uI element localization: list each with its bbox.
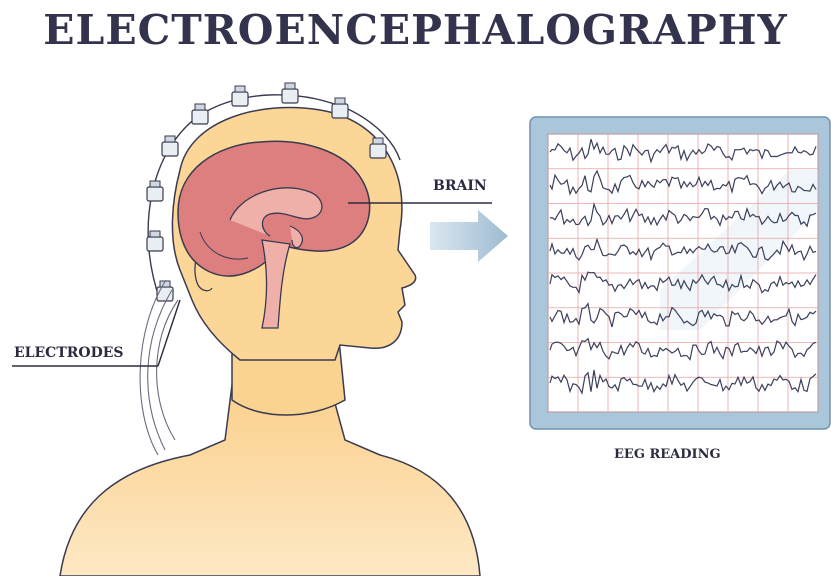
electrode-wire	[140, 280, 166, 455]
eeg-reading-label: EEG READING	[614, 447, 721, 462]
electrode-icon	[147, 231, 163, 251]
electrode-icon	[192, 104, 208, 124]
electrode-icon	[232, 86, 248, 106]
electrode-wire	[157, 300, 178, 440]
electrodes-label: ELECTRODES	[14, 345, 124, 361]
electrode-icon	[332, 98, 348, 118]
electrode-icon	[147, 181, 163, 201]
monitor-icon	[530, 117, 830, 429]
brain-label: BRAIN	[433, 178, 487, 194]
arrow-right-icon	[430, 210, 508, 262]
page-title: ELECTROENCEPHALOGRAPHY	[0, 6, 831, 54]
electrode-wire	[148, 290, 172, 450]
electrode-icon	[282, 83, 298, 103]
